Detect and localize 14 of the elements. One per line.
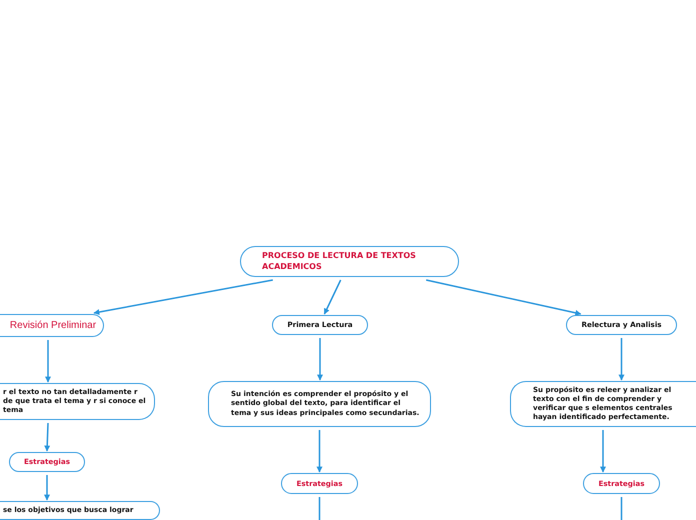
- arrow: [44, 475, 50, 501]
- arrow: [44, 422, 50, 452]
- arrow: [317, 338, 323, 381]
- topic-box: Revisión Preliminar: [0, 314, 104, 337]
- arrow: [426, 279, 582, 316]
- arrow: [93, 279, 273, 315]
- title-box: PROCESO DE LECTURA DE TEXTOS ACADEMICOS: [240, 246, 459, 277]
- arrow: [45, 340, 51, 383]
- connector-line: [620, 497, 622, 520]
- arrow: [618, 338, 624, 381]
- connector-line: [318, 497, 320, 520]
- arrow: [600, 430, 606, 473]
- arrow: [324, 280, 342, 315]
- arrow: [316, 430, 322, 473]
